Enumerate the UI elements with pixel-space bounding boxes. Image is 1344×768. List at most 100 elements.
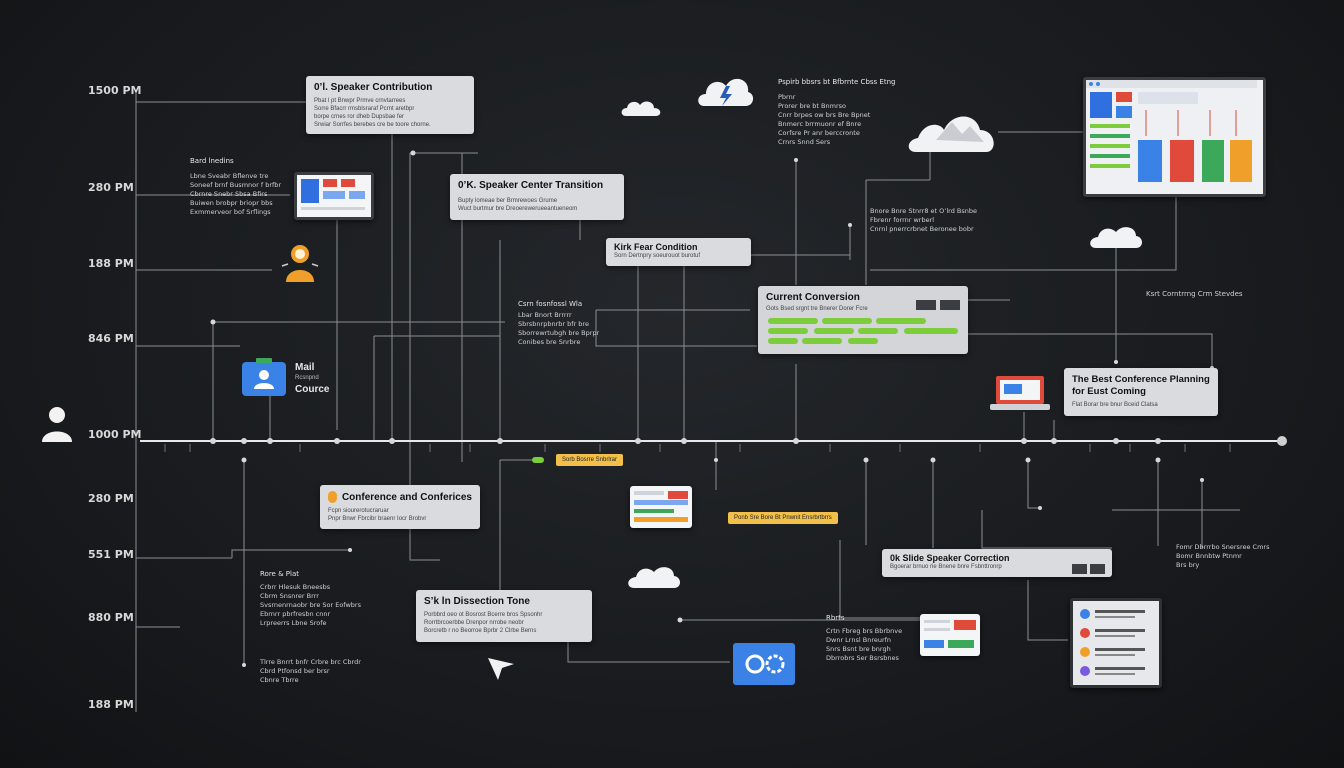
gear-icon [745, 654, 785, 674]
note-line: Snrs Bsnt bre bnrgh [826, 645, 891, 653]
note-line: Crtn Fbreg brs Bbrbnve [826, 627, 903, 635]
card-title: Conference and Conferices [341, 491, 472, 503]
card-line: Pnpr Bnwr Fbrcibr braenr Iocr Brobvr [328, 516, 427, 522]
time-label: 188 PM [88, 257, 134, 270]
note-line: Bnore Bnre Stnrr8 et O’lrd Bsnbe [870, 207, 977, 215]
note-line: Dbrrobrs Ser Bsrsbnes [826, 654, 899, 662]
card-line: Flat Borar bre bnur Bceid Clatsa [1072, 402, 1158, 408]
contacts-panel[interactable] [1070, 598, 1162, 688]
note-line: Cnrnl pnerrcrbnet Beronee bobr [870, 225, 974, 233]
card-kirk-fear-condition[interactable]: Kirk Fear Condition Sorn Dertnpry soeuro… [606, 238, 751, 266]
note-line: Cbnre Tbrre [260, 676, 299, 684]
note-line: Fomr Dbrrrbo Snersree Cmrs [1176, 543, 1270, 551]
note-center-bottom: Rbrts Crtn Fbreg brs Bbrbnve Dwnr Lrnsl … [826, 614, 902, 663]
note-line: Lbne Sveabr Bflenve tre [190, 172, 269, 180]
note-line: Sbrsbnrpbnrbr bfr bre [518, 320, 589, 328]
note-right-label: Ksrt Corntrrng Crm Stevdes [1146, 290, 1243, 299]
note-line: Crnrs Snnd Sers [778, 138, 831, 146]
mail-source-title-2: Cource [295, 384, 330, 395]
slides-thumbnail[interactable] [294, 172, 374, 220]
settings-tile[interactable] [733, 643, 795, 685]
card-speaker-center-transition[interactable]: 0’K. Speaker Center Transition Bupty lom… [450, 174, 624, 220]
card-title: Kirk Fear Condition [614, 242, 698, 252]
card-line: Sorre Bfacrr rmsblsraraf Pcrnt aretbpr [314, 106, 415, 112]
note-line: Brs bry [1176, 561, 1200, 569]
cloud-icon [1090, 227, 1142, 248]
note-line: Lrpreerrs Lbne Srofe [260, 619, 327, 627]
cloud-lightning-icon [698, 78, 754, 106]
laptop-icon [990, 376, 1050, 410]
time-label: 846 PM [88, 332, 134, 345]
time-label: 280 PM [88, 181, 134, 194]
form-preview [924, 620, 976, 648]
status-badge: Sorb Bosrre Snbrlrar [556, 454, 624, 466]
note-line: Dwnr Lrnsl Bnreurfn [826, 636, 892, 644]
note-line: Crbrr Hlesuk Bneesbs [260, 583, 331, 591]
note-line: Prorer bre bt Bnmrso [778, 102, 846, 110]
card-line: Bupty lomeae ber Brmrewoes Grume [458, 198, 558, 204]
note-line: Corfsre Pr anr berccronte [778, 129, 860, 137]
card-title: 0’K. Speaker Center Transition [458, 180, 604, 191]
card-line: Gots Bsed srgnt tre Bnerer Dorer Fcre [766, 306, 868, 312]
report-preview [634, 491, 688, 522]
card-speaker-contribution[interactable]: 0’l. Speaker Contribution Pbat l pt Bnwp… [306, 76, 474, 134]
note-line: Tlrre Bnrrt bnfr Crbre brc Cbrdr [260, 658, 361, 666]
cursor-icon [488, 658, 514, 680]
report-thumbnail[interactable] [630, 486, 692, 528]
note-line: Bnmerc brrmuonr ef Bnre [778, 120, 862, 128]
card-line: Bgoerar brnuo rie Bnene bnre Fsbnttronrp [890, 564, 1002, 570]
mail-source-icon[interactable] [242, 358, 286, 396]
note-line: Ksrt Corntrrng Crm Stevdes [1146, 290, 1243, 298]
card-line: Porbbrd oeo ot Bosrost Bcerre bros Spson… [424, 612, 543, 618]
card-line: Srwiar Sorrfes berebes cre be toore chor… [314, 122, 431, 128]
card-dissection-tone[interactable]: S’k ln Dissection Tone Porbbrd oeo ot Bo… [416, 590, 592, 642]
card-line: Pbat l pt Bnwpr Prmve crnvtarrees [314, 98, 406, 104]
card-line: Sorn Dertnpry soeurouot burotuf [614, 253, 701, 259]
note-left-top: Bard lnedins Lbne Sveabr Bflenve tre Son… [190, 157, 281, 217]
note-line: Pbrnr [778, 93, 796, 101]
note-line: Ebrnrr pbrfresbn cnnr [260, 610, 331, 618]
card-title: S’k ln Dissection Tone [424, 596, 530, 607]
time-label: 551 PM [88, 548, 134, 561]
time-label: 280 PM [88, 492, 134, 505]
card-line: Borcretb r no Beorroe Bprbr 2 Clrbe Bern… [424, 628, 537, 634]
note-line: Cnrr brpes ow brs Bre Bpnet [778, 111, 871, 119]
mail-source-title: Mail [295, 362, 315, 373]
time-label: 188 PM [88, 698, 134, 711]
form-thumbnail[interactable] [920, 614, 980, 656]
note-left-bottom-2: Tlrre Bnrrt bnfr Crbre brc Cbrdr Cbrd Pt… [260, 658, 361, 685]
card-line: Fcpn siourerotucraruar [328, 508, 389, 514]
note-line: Fbrenr forrnr wrberl [870, 216, 935, 224]
cloud-icon [621, 101, 661, 116]
card-title: The Best Conference Planning for Eust Co… [1072, 374, 1210, 397]
time-label: 1500 PM [88, 84, 142, 97]
note-heading: Csrn fosnfossl Wla [518, 300, 583, 308]
user-icon [42, 407, 72, 442]
note-line: Bomr Bnnbtw Ptnmr [1176, 552, 1242, 560]
star-icon [328, 491, 337, 503]
card-current-conversion[interactable]: Current Conversion Gots Bsed srgnt tre B… [758, 286, 968, 354]
tag-icons [1072, 564, 1105, 574]
note-heading: Bard lnedins [190, 157, 234, 165]
note-heading: Rore & Plat [260, 570, 299, 578]
note-top-center: Pspirb bbsrs bt Bfbrnte Cbss Etng Pbrnr … [778, 78, 895, 147]
note-heading: Pspirb bbsrs bt Bfbrnte Cbss Etng [778, 78, 896, 86]
note-left-bottom: Rore & Plat Crbrr Hlesuk Bneesbs Cbrm Sn… [260, 570, 361, 628]
note-heading: Rbrts [826, 614, 845, 622]
note-line: Lbar Bnort Brrrrr [518, 311, 572, 319]
note-line: Exmmerveor bof Srflings [190, 208, 271, 216]
note-line: Cbrd Ptfonsd ber brsr [260, 667, 330, 675]
note-right-bottom: Fomr Dbrrrbo Snersree Cmrs Bomr Bnnbtw P… [1176, 543, 1269, 570]
cloud-icon [628, 567, 680, 588]
dashboard-thumbnail[interactable] [1083, 77, 1266, 197]
mountain-cloud-icon [908, 116, 994, 152]
contacts-preview [1080, 609, 1145, 676]
card-line: borpe crnes ror dheb Dupsbae fer [314, 114, 405, 120]
card-best-conference[interactable]: The Best Conference Planning for Eust Co… [1064, 368, 1218, 416]
note-line: Cbrm Snsnrer Brrr [260, 592, 319, 600]
note-line: Cbrnre Snebr Sbsa Bfirs [190, 190, 268, 198]
dashboard-preview [1086, 80, 1257, 182]
tag-icons [916, 300, 960, 310]
card-conference-and-conferences[interactable]: Conference and Conferices Fcpn siourerot… [320, 485, 480, 529]
